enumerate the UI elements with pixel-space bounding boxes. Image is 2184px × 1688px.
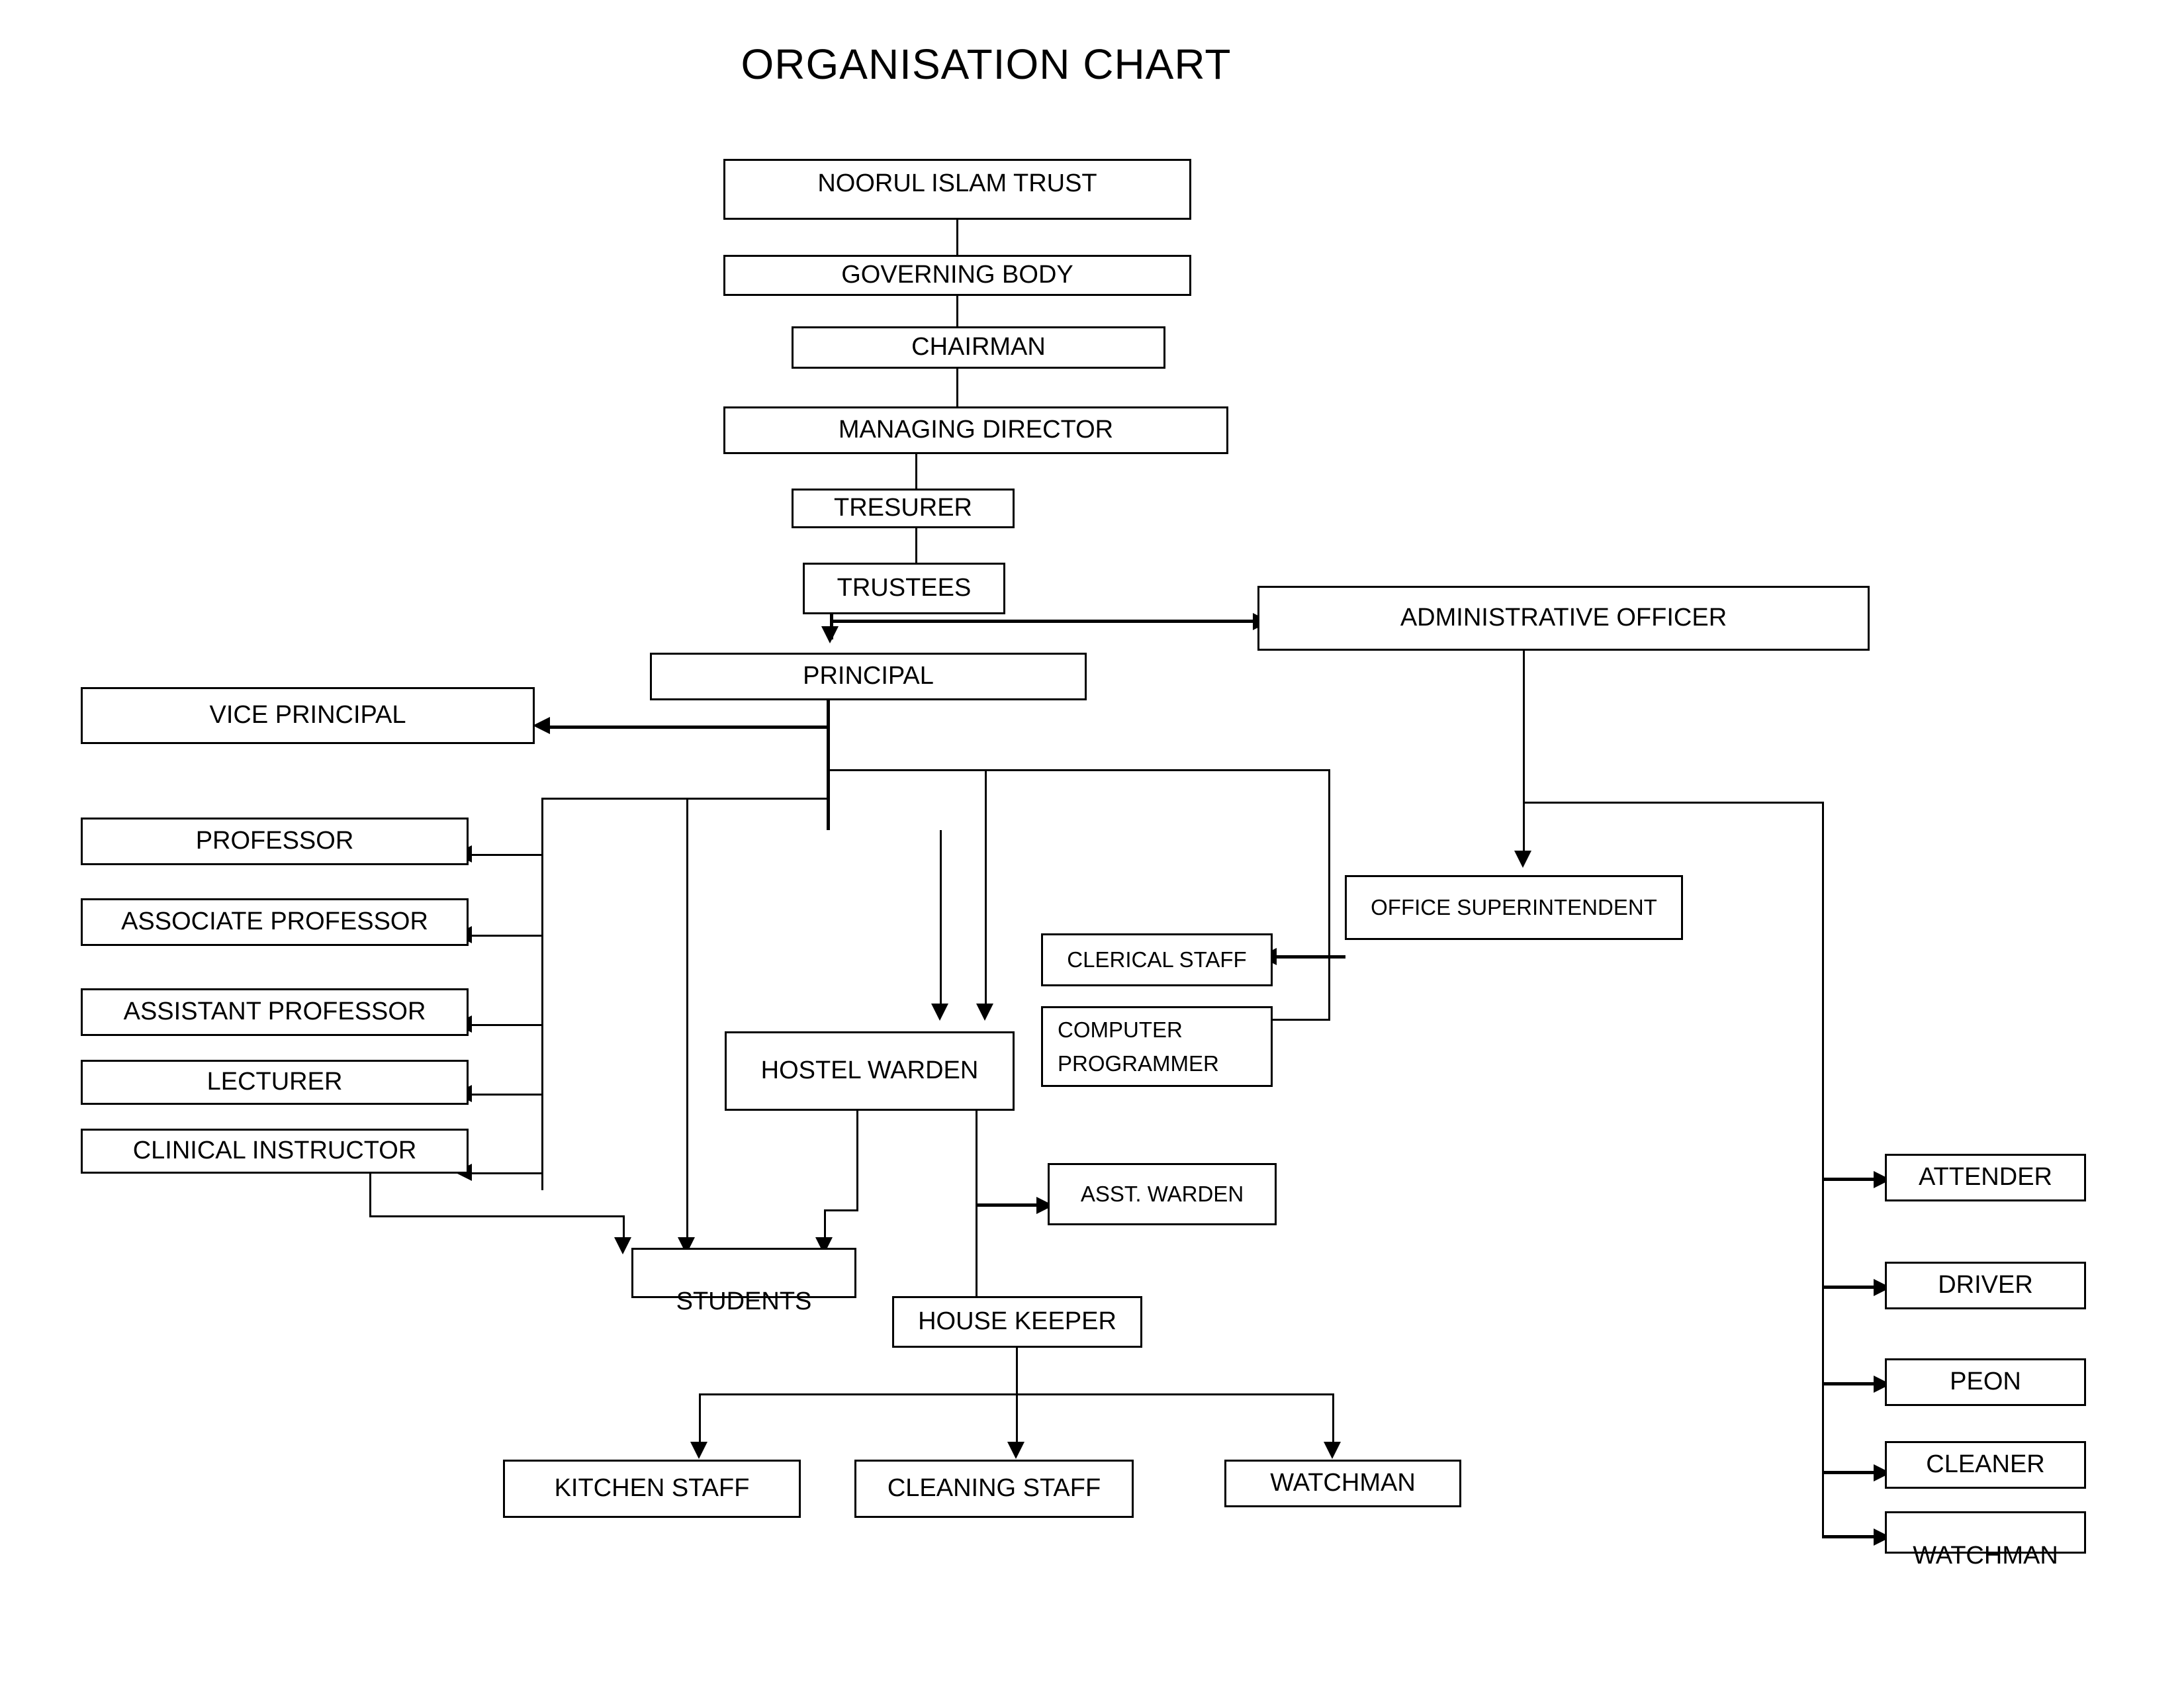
node-peon[interactable]: PEON xyxy=(1885,1358,2086,1406)
node-assistant-professor[interactable]: ASSISTANT PROFESSOR xyxy=(81,988,469,1036)
node-clinical-instructor[interactable]: CLINICAL INSTRUCTOR xyxy=(81,1129,469,1174)
edge-bus-professor xyxy=(469,854,541,856)
edge-to-watchman-hostel-v xyxy=(1332,1393,1334,1451)
arrowhead-to-principal xyxy=(821,626,839,643)
edge-bus-assistant-professor xyxy=(469,1024,541,1026)
edge-bus-lecturer xyxy=(469,1094,541,1096)
edge-to-cleaning-staff-v xyxy=(1016,1393,1018,1451)
edge-principal-hostel-warden-v2 xyxy=(985,769,987,1013)
edge-clinical-instructor-students-v2 xyxy=(623,1215,625,1246)
edge-trustees-admin-officer-h xyxy=(830,620,1270,623)
edge-governing-body-chairman xyxy=(956,296,958,326)
node-associate-professor[interactable]: ASSOCIATE PROFESSOR xyxy=(81,898,469,946)
edge-admin-officer-right-bus-v xyxy=(1822,802,1824,1536)
node-noorul-islam-trust[interactable]: NOORUL ISLAM TRUST xyxy=(723,159,1191,220)
edge-admin-officer-right-bus-h xyxy=(1523,802,1824,804)
arrowhead-to-cleaning-staff xyxy=(1007,1442,1024,1459)
edge-hostel-warden-students-v1 xyxy=(856,1111,858,1211)
edge-principal-stem xyxy=(827,700,830,830)
arrowhead-hostel-warden-1 xyxy=(931,1004,948,1021)
edge-hostel-warden-asst-warden-h xyxy=(976,1203,1042,1207)
node-students[interactable]: STUDENTS xyxy=(631,1248,856,1315)
node-clerical-staff[interactable]: CLERICAL STAFF xyxy=(1041,933,1273,986)
node-watchman-hostel[interactable]: WATCHMAN xyxy=(1224,1460,1461,1507)
node-computer-programmer[interactable]: COMPUTER PROGRAMMER xyxy=(1041,1006,1273,1087)
page-title: ORGANISATION CHART xyxy=(741,40,1232,88)
edge-bus-attender xyxy=(1822,1178,1879,1181)
edge-hostel-warden-students-v2 xyxy=(824,1209,826,1246)
edge-to-computer-programmer-h xyxy=(1271,1019,1330,1021)
arrowhead-to-kitchen-staff xyxy=(690,1442,707,1459)
edge-bus-driver xyxy=(1822,1286,1879,1289)
edge-chairman-managing-director xyxy=(956,369,958,406)
node-lecturer[interactable]: LECTURER xyxy=(81,1060,469,1105)
arrowhead-to-vice-principal xyxy=(533,717,550,734)
edge-house-keeper-stem xyxy=(1016,1348,1018,1395)
edge-bus-clinical-instructor xyxy=(469,1172,541,1174)
node-driver[interactable]: DRIVER xyxy=(1885,1262,2086,1309)
node-tresurer[interactable]: TRESURER xyxy=(792,489,1015,528)
edge-academic-bus-v xyxy=(541,798,543,1190)
edge-trust-governing-body xyxy=(956,220,958,255)
edge-principal-hostel-warden-v1 xyxy=(940,830,942,1013)
edge-clinical-instructor-students-v1 xyxy=(369,1174,371,1217)
node-cleaning-staff[interactable]: CLEANING STAFF xyxy=(854,1460,1134,1518)
node-professor[interactable]: PROFESSOR xyxy=(81,818,469,865)
edge-bus-cleaner xyxy=(1822,1471,1879,1474)
edge-principal-students-v xyxy=(686,798,688,1254)
node-administrative-officer[interactable]: ADMINISTRATIVE OFFICER xyxy=(1257,586,1870,651)
node-office-superintendent[interactable]: OFFICE SUPERINTENDENT xyxy=(1345,875,1683,940)
node-attender[interactable]: ATTENDER xyxy=(1885,1154,2086,1201)
node-house-keeper[interactable]: HOUSE KEEPER xyxy=(892,1296,1142,1348)
node-asst-warden[interactable]: ASST. WARDEN xyxy=(1048,1163,1277,1225)
node-managing-director[interactable]: MANAGING DIRECTOR xyxy=(723,406,1228,454)
node-governing-body[interactable]: GOVERNING BODY xyxy=(723,255,1191,296)
edge-bus-peon xyxy=(1822,1382,1879,1385)
edge-managing-director-tresurer xyxy=(915,454,917,489)
node-trustees[interactable]: TRUSTEES xyxy=(803,563,1005,614)
edge-to-kitchen-staff-v xyxy=(699,1393,701,1451)
node-kitchen-staff[interactable]: KITCHEN STAFF xyxy=(503,1460,801,1518)
node-hostel-warden[interactable]: HOSTEL WARDEN xyxy=(725,1031,1015,1111)
node-cleaner[interactable]: CLEANER xyxy=(1885,1441,2086,1489)
edge-office-superintendent-clerical-h xyxy=(1275,955,1345,959)
edge-principal-vice-principal xyxy=(548,726,829,729)
arrowhead-hostel-warden-2 xyxy=(976,1004,993,1021)
arrowhead-clinical-to-students xyxy=(614,1237,631,1254)
node-watchman-admin[interactable]: WATCHMAN xyxy=(1885,1511,2086,1570)
edge-bus-watchman-admin xyxy=(1822,1535,1879,1538)
node-chairman[interactable]: CHAIRMAN xyxy=(792,326,1165,369)
edge-hostel-warden-stem xyxy=(976,1111,978,1305)
edge-principal-right-branch-h xyxy=(827,769,1330,771)
edge-principal-right-branch-v xyxy=(1328,769,1330,1021)
edge-tresurer-trustees xyxy=(915,528,917,563)
edge-principal-academic-bus-h xyxy=(541,798,829,800)
arrowhead-to-office-superintendent xyxy=(1514,851,1531,868)
arrowhead-to-watchman-hostel xyxy=(1324,1442,1341,1459)
edge-bus-associate-professor xyxy=(469,935,541,937)
node-principal[interactable]: PRINCIPAL xyxy=(650,653,1087,700)
edge-hostel-warden-students-h xyxy=(824,1209,858,1211)
node-vice-principal[interactable]: VICE PRINCIPAL xyxy=(81,687,535,744)
edge-clinical-instructor-students-h xyxy=(369,1215,625,1217)
edge-admin-officer-stem xyxy=(1523,651,1525,853)
